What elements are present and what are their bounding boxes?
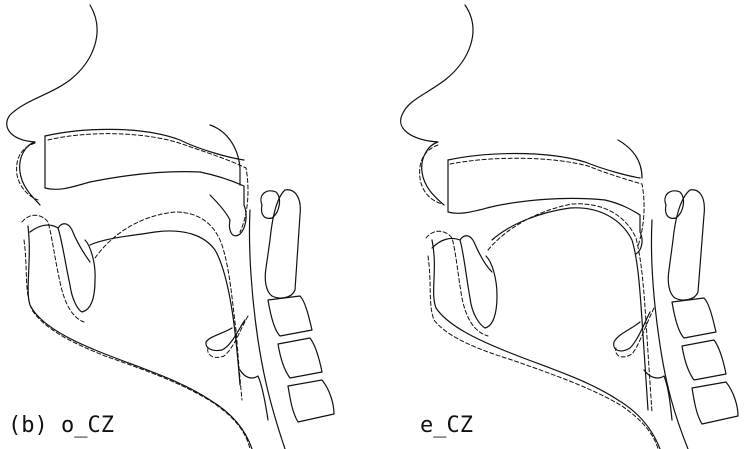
left-palate-dashed xyxy=(48,134,248,232)
right-cervical-spine xyxy=(665,190,738,424)
left-lower-incisor xyxy=(58,224,90,262)
panel-caption-left: (b) o_CZ xyxy=(8,415,114,437)
right-panel-drawing xyxy=(401,5,738,449)
right-pharyngeal-wall xyxy=(651,220,688,449)
left-tongue-solid xyxy=(90,231,240,385)
right-vertebra-2 xyxy=(668,190,704,300)
panel-caption-right: e_CZ xyxy=(420,415,473,437)
left-vertebra-4 xyxy=(278,338,322,378)
right-larynx xyxy=(614,312,650,351)
left-vertebra-2 xyxy=(265,190,300,298)
left-face-profile xyxy=(7,5,97,205)
right-vertebra-5 xyxy=(692,382,738,424)
left-vertebra-5 xyxy=(288,380,334,422)
right-pharynx-top xyxy=(618,140,642,178)
left-vocal-tract-lower xyxy=(240,370,268,420)
right-face-profile xyxy=(401,5,473,205)
right-upper-jaw xyxy=(448,160,642,254)
right-tongue-solid xyxy=(492,208,648,410)
right-lower-lip-dashed xyxy=(426,231,488,336)
left-vertebra-3 xyxy=(268,296,312,336)
left-upper-jaw xyxy=(45,136,246,236)
right-palate-dashed xyxy=(450,158,644,246)
left-lower-jaw xyxy=(30,225,95,312)
right-vertebra-3 xyxy=(672,298,716,338)
right-vocal-tract-lower xyxy=(644,370,672,420)
left-panel-drawing xyxy=(7,5,334,449)
left-larynx xyxy=(206,320,245,351)
left-cervical-spine xyxy=(261,190,334,422)
left-tongue-dashed xyxy=(95,212,242,400)
right-vertebra-4 xyxy=(682,340,726,380)
